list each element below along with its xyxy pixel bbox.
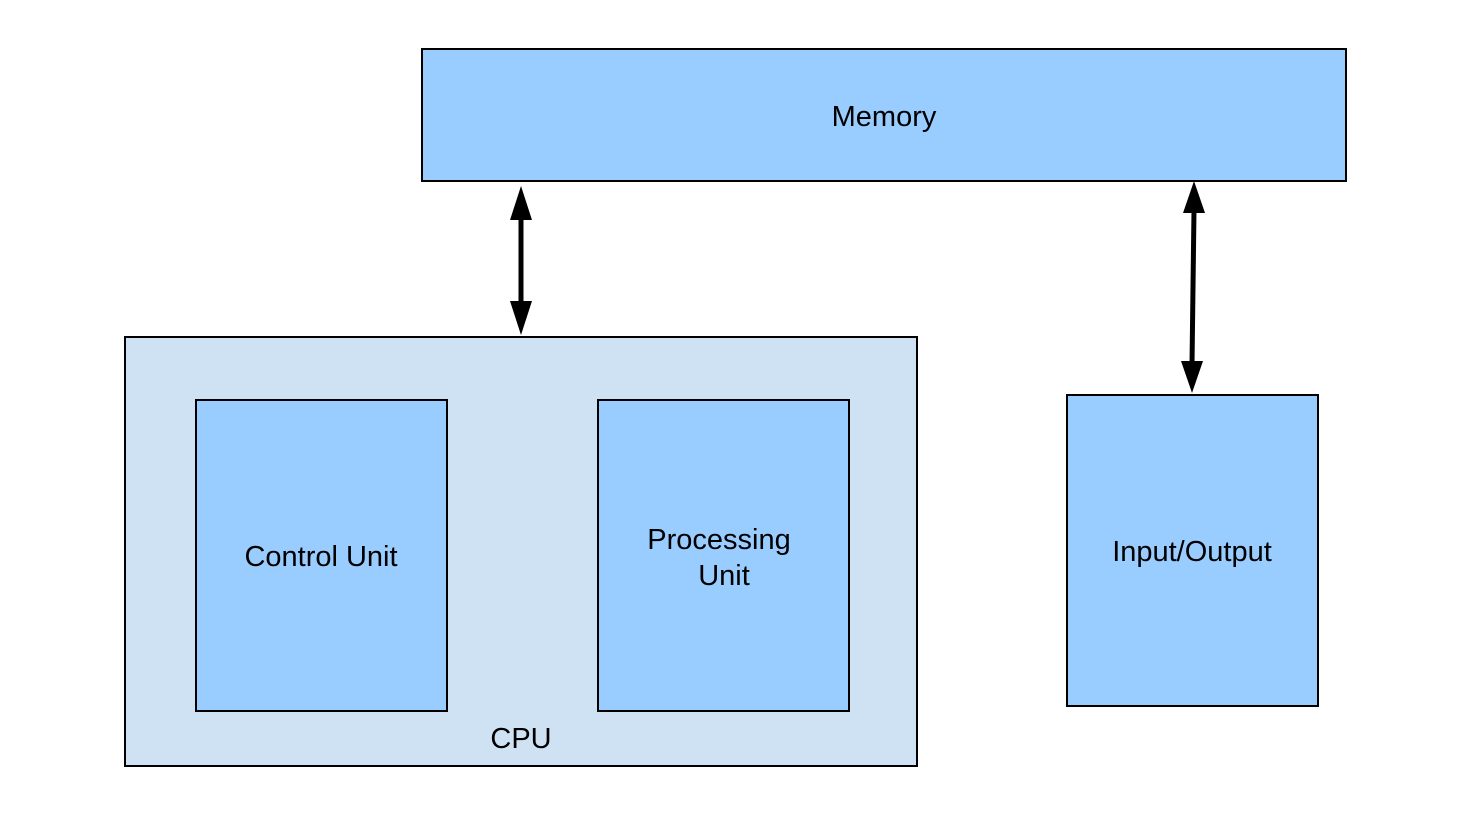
memory-box [421, 48, 1347, 182]
control-unit-box [195, 399, 448, 712]
processing-unit-label-line1: Processing [647, 524, 790, 556]
arrowhead-up-icon [1183, 181, 1205, 213]
io-node: Input/Output [1066, 394, 1319, 707]
memory-cpu-arrow [510, 186, 532, 335]
control-unit-label: Control Unit [244, 541, 397, 573]
processing-unit-box [597, 399, 850, 712]
memory-label: Memory [832, 101, 937, 133]
cpu-label: CPU [490, 723, 551, 755]
memory-node: Memory [421, 48, 1347, 182]
memory-io-arrow [1181, 181, 1205, 393]
arrow-shaft [1189, 209, 1197, 366]
arrowhead-up-icon [510, 186, 532, 220]
arrowhead-down-icon [1181, 361, 1203, 393]
processing-unit-node: Processing Unit [597, 399, 850, 712]
arrowhead-down-icon [510, 301, 532, 335]
io-box [1066, 394, 1319, 707]
processing-unit-label-line2: Unit [698, 560, 750, 592]
control-unit-node: Control Unit [195, 399, 448, 712]
io-label: Input/Output [1112, 536, 1272, 568]
